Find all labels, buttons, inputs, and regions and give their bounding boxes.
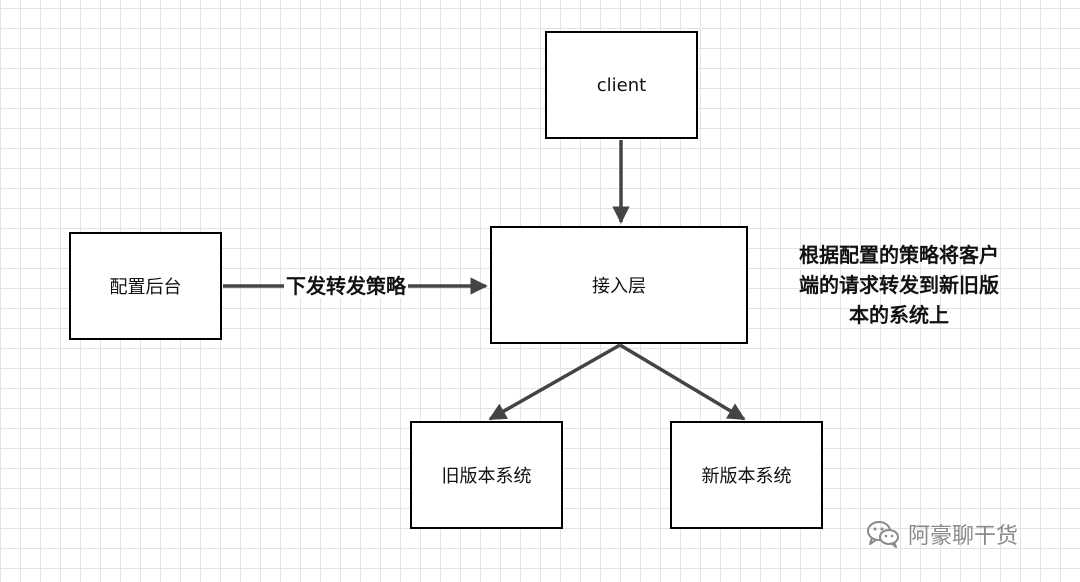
arrow-access-to-old [488, 343, 621, 421]
wechat-icon [867, 521, 899, 548]
new-system-node: 新版本系统 [670, 421, 823, 529]
access-layer-node-label: 接入层 [592, 276, 646, 297]
annotation-line: 根据配置的策略将客户 [799, 243, 999, 267]
old-system-node-label: 旧版本系统 [441, 466, 532, 487]
watermark-text: 阿豪聊干货 [908, 524, 1019, 549]
arrow-access-to-new [619, 343, 746, 421]
access-layer-node: 接入层 [490, 226, 748, 344]
new-system-node-label: 新版本系统 [701, 466, 792, 487]
routing-annotation: 根据配置的策略将客户 端的请求转发到新旧版 本的系统上 [764, 240, 1034, 330]
config-backend-node: 配置后台 [69, 232, 222, 340]
annotation-line: 端的请求转发到新旧版 [799, 273, 999, 297]
watermark: 阿豪聊干货 [866, 518, 1018, 550]
client-node: client [545, 31, 698, 139]
old-system-node: 旧版本系统 [410, 421, 563, 529]
client-node-label: client [596, 74, 647, 96]
config-to-access-edge-label: 下发转发策略 [284, 274, 408, 298]
annotation-line: 本的系统上 [849, 303, 949, 327]
config-backend-node-label: 配置后台 [109, 277, 182, 298]
